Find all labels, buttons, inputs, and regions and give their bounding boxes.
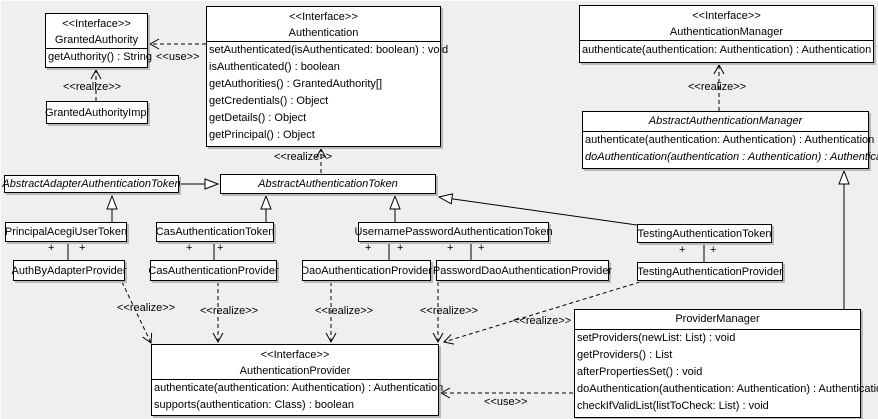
method: authenticate(authentication: Authenticat… <box>582 44 872 56</box>
multiplicity-label: + <box>186 242 193 254</box>
class-name: AbstractAuthenticationManager <box>648 115 803 127</box>
class-username-password-authentication-token[interactable]: UsernamePasswordAuthenticationToken <box>354 222 553 242</box>
method: getProviders() : List <box>577 349 673 361</box>
class-testing-authentication-provider[interactable]: TestingAuthenticationProvider <box>637 262 783 281</box>
realize-label: <<realize>> <box>63 81 122 93</box>
realize-label: <<realize>> <box>315 305 374 317</box>
method: getPrincipal() : Object <box>209 129 315 141</box>
multiplicity-label: + <box>679 244 686 256</box>
method: afterPropertiesSet() : void <box>577 366 703 378</box>
class-principal-acegi-user-token[interactable]: PrincipalAcegiUserToken <box>5 222 127 242</box>
multiplicity-label: + <box>365 242 372 254</box>
class-name: ProviderManager <box>675 313 760 325</box>
method: setProviders(newList: List) : void <box>577 332 736 344</box>
class-granted-authority[interactable]: <<Interface>> GrantedAuthority getAuthor… <box>45 13 152 68</box>
class-granted-authority-impl[interactable]: GrantedAuthorityImpl <box>45 101 149 124</box>
realize-label: <<realize>> <box>420 305 479 317</box>
class-authentication-manager[interactable]: <<Interface>> AuthenticationManager auth… <box>579 5 874 63</box>
class-name: AuthenticationManager <box>669 26 784 38</box>
stereotype: <<Interface>> <box>260 349 330 361</box>
method: doAuthentication(authentication: Authent… <box>577 383 878 395</box>
class-name: PrincipalAcegiUserToken <box>4 226 128 238</box>
class-abstract-authentication-manager[interactable]: AbstractAuthenticationManager authentica… <box>582 111 878 169</box>
method: setAuthenticated(isAuthenticated: boolea… <box>209 44 449 56</box>
method: authenticate(authentication: Authenticat… <box>585 134 875 146</box>
method: isAuthenticated() : boolean <box>209 61 340 73</box>
class-password-dao-authentication-provider[interactable]: PasswordDaoAuthenticationProvider <box>432 260 613 281</box>
method: getDetails() : Object <box>209 112 307 124</box>
realize-authbyadapter-to-authenticationprovider <box>121 281 153 344</box>
multiplicity-label: + <box>447 242 454 254</box>
method: doAuthentication(authentication : Authen… <box>585 151 878 163</box>
class-name: CasAuthenticationProvider <box>148 264 279 277</box>
method: getAuthorities() : GrantedAuthority[] <box>209 78 383 90</box>
realize-testingprovider-to-authenticationprovider <box>443 281 641 345</box>
class-name: PasswordDaoAuthenticationProvider <box>432 264 613 277</box>
class-dao-authentication-provider[interactable]: DaoAuthenticationProvider <box>301 260 432 281</box>
class-testing-authentication-token[interactable]: TestingAuthenticationToken <box>637 224 772 243</box>
class-auth-by-adapter-provider[interactable]: AuthByAdapterProvider <box>11 260 127 281</box>
class-name: AuthByAdapterProvider <box>11 264 127 277</box>
multiplicity-label: + <box>397 242 404 254</box>
method: getCredentials() : Object <box>209 95 329 107</box>
multiplicity-label: + <box>217 242 224 254</box>
generalization-testing-token-to-abstract-token <box>437 193 638 226</box>
class-name: AbstractAuthenticationToken <box>258 178 398 190</box>
multiplicity-label: + <box>710 244 717 256</box>
realize-label: <<realize>> <box>274 151 333 163</box>
realize-label: <<realize>> <box>200 305 259 317</box>
class-name: Authentication <box>288 27 359 39</box>
method: checkIfValidList(listToCheck: List) : vo… <box>577 400 769 412</box>
class-authentication-provider[interactable]: <<Interface>> AuthenticationProvider aut… <box>151 344 444 416</box>
class-cas-authentication-provider[interactable]: CasAuthenticationProvider <box>148 260 279 281</box>
use-label: <<use>> <box>156 51 200 63</box>
class-abstract-authentication-token[interactable]: AbstractAuthenticationToken <box>220 174 436 194</box>
class-name: CasAuthenticationToken <box>155 226 275 238</box>
method: supports(authentication: Class) : boolea… <box>154 399 354 411</box>
class-name: UsernamePasswordAuthenticationToken <box>354 226 553 238</box>
class-authentication[interactable]: <<Interface>> Authentication setAuthenti… <box>206 6 449 147</box>
realize-label: <<realize>> <box>513 315 572 327</box>
class-name: AbstractAdapterAuthenticationToken <box>2 178 181 190</box>
multiplicity-label: + <box>478 242 485 254</box>
stereotype: <<Interface>> <box>62 18 131 30</box>
realize-label: <<realize>> <box>117 302 176 314</box>
class-name: AuthenticationProvider <box>239 365 351 377</box>
stereotype: <<Interface>> <box>692 10 761 22</box>
class-name: GrantedAuthorityImpl <box>45 106 149 119</box>
multiplicity-label: + <box>79 242 86 254</box>
use-label: <<use>> <box>484 396 528 408</box>
class-name: TestingAuthenticationProvider <box>637 265 783 278</box>
class-provider-manager[interactable]: ProviderManager setProviders(newList: Li… <box>574 309 878 418</box>
class-cas-authentication-token[interactable]: CasAuthenticationToken <box>156 222 274 242</box>
multiplicity-label: + <box>48 242 55 254</box>
stereotype: <<Interface>> <box>289 11 358 23</box>
class-name: GrantedAuthority <box>54 34 139 46</box>
class-abstract-adapter-authentication-token[interactable]: AbstractAdapterAuthenticationToken <box>2 175 181 193</box>
class-name: DaoAuthenticationProvider <box>301 264 432 277</box>
method: authenticate(authentication: Authenticat… <box>154 382 444 394</box>
method: getAuthority() : String <box>48 51 152 63</box>
realize-label: <<realize>> <box>688 81 747 93</box>
class-name: TestingAuthenticationToken <box>637 227 772 240</box>
